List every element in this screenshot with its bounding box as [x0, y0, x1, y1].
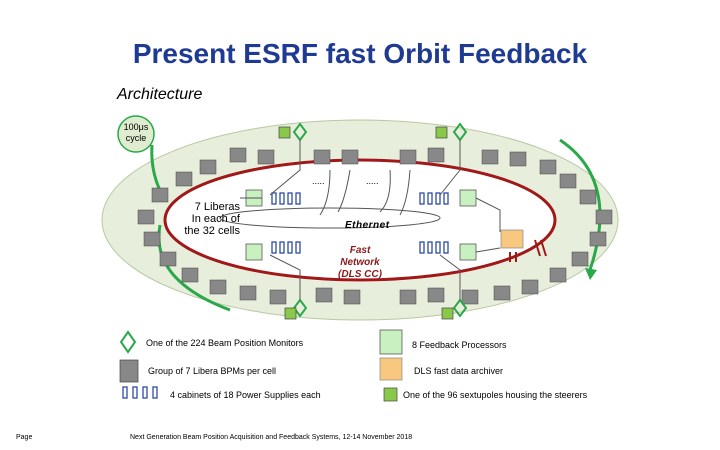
liberas-label: 7 Liberas In each of the 32 cells — [176, 201, 240, 237]
ethernet-label: Ethernet — [345, 220, 390, 231]
legend-processor-icon — [379, 329, 403, 355]
legend-cabinets-icon — [122, 386, 158, 399]
power-supply-cabinets — [271, 192, 449, 254]
liberas-label-line2: In each of — [191, 213, 240, 225]
legend-bpm-icon — [119, 330, 137, 354]
footer-text: Next Generation Beam Position Acquisitio… — [130, 434, 413, 441]
page-title: Present ESRF fast Orbit Feedback — [132, 38, 588, 69]
legend-bpm-label: One of the 224 Beam Position Monitors — [146, 338, 304, 348]
page-subtitle: Architecture — [117, 86, 203, 103]
liberas-label-line1: 7 Liberas — [194, 201, 240, 213]
fast-network-line1: Fast — [349, 245, 371, 256]
ring-arrowhead — [585, 268, 597, 280]
legend-archiver-label: DLS fast data archiver — [414, 366, 504, 376]
legend-group-label: Group of 7 Libera BPMs per cell — [148, 366, 277, 376]
legend-processors-label: 8 Feedback Processors — [412, 340, 507, 350]
archiver-box — [500, 229, 524, 249]
ellipsis-right: ..... — [366, 176, 379, 186]
ethernet-ring — [219, 207, 441, 229]
liberas-label-line3: the 32 cells — [184, 225, 240, 237]
legend-archiver-icon — [379, 357, 403, 381]
cycle-label-line1: 100μs — [123, 122, 149, 132]
feedback-processors — [245, 189, 477, 261]
legend-group-icon — [119, 359, 139, 383]
fast-network-ring — [163, 158, 557, 282]
fast-network-line2: Network — [340, 257, 380, 268]
legend-sextupole-icon — [383, 387, 398, 402]
fast-network-label: Fast Network (DLS CC) — [330, 245, 390, 281]
cycle-label: 100μs cycle — [116, 122, 156, 144]
libera-cabinets — [137, 147, 613, 305]
connections — [240, 140, 501, 300]
fast-network-line3: (DLS CC) — [338, 269, 382, 280]
ellipsis-left: ..... — [312, 176, 325, 186]
sextupoles — [278, 126, 454, 320]
cycle-label-line2: cycle — [125, 133, 147, 143]
cycle-circle — [117, 115, 155, 153]
legend-sextupoles-label: One of the 96 sextupoles housing the ste… — [403, 390, 588, 400]
legend-cabinets-label: 4 cabinets of 18 Power Supplies each — [170, 390, 321, 400]
footer-page: Page — [16, 434, 33, 441]
archiver-link — [509, 239, 547, 262]
